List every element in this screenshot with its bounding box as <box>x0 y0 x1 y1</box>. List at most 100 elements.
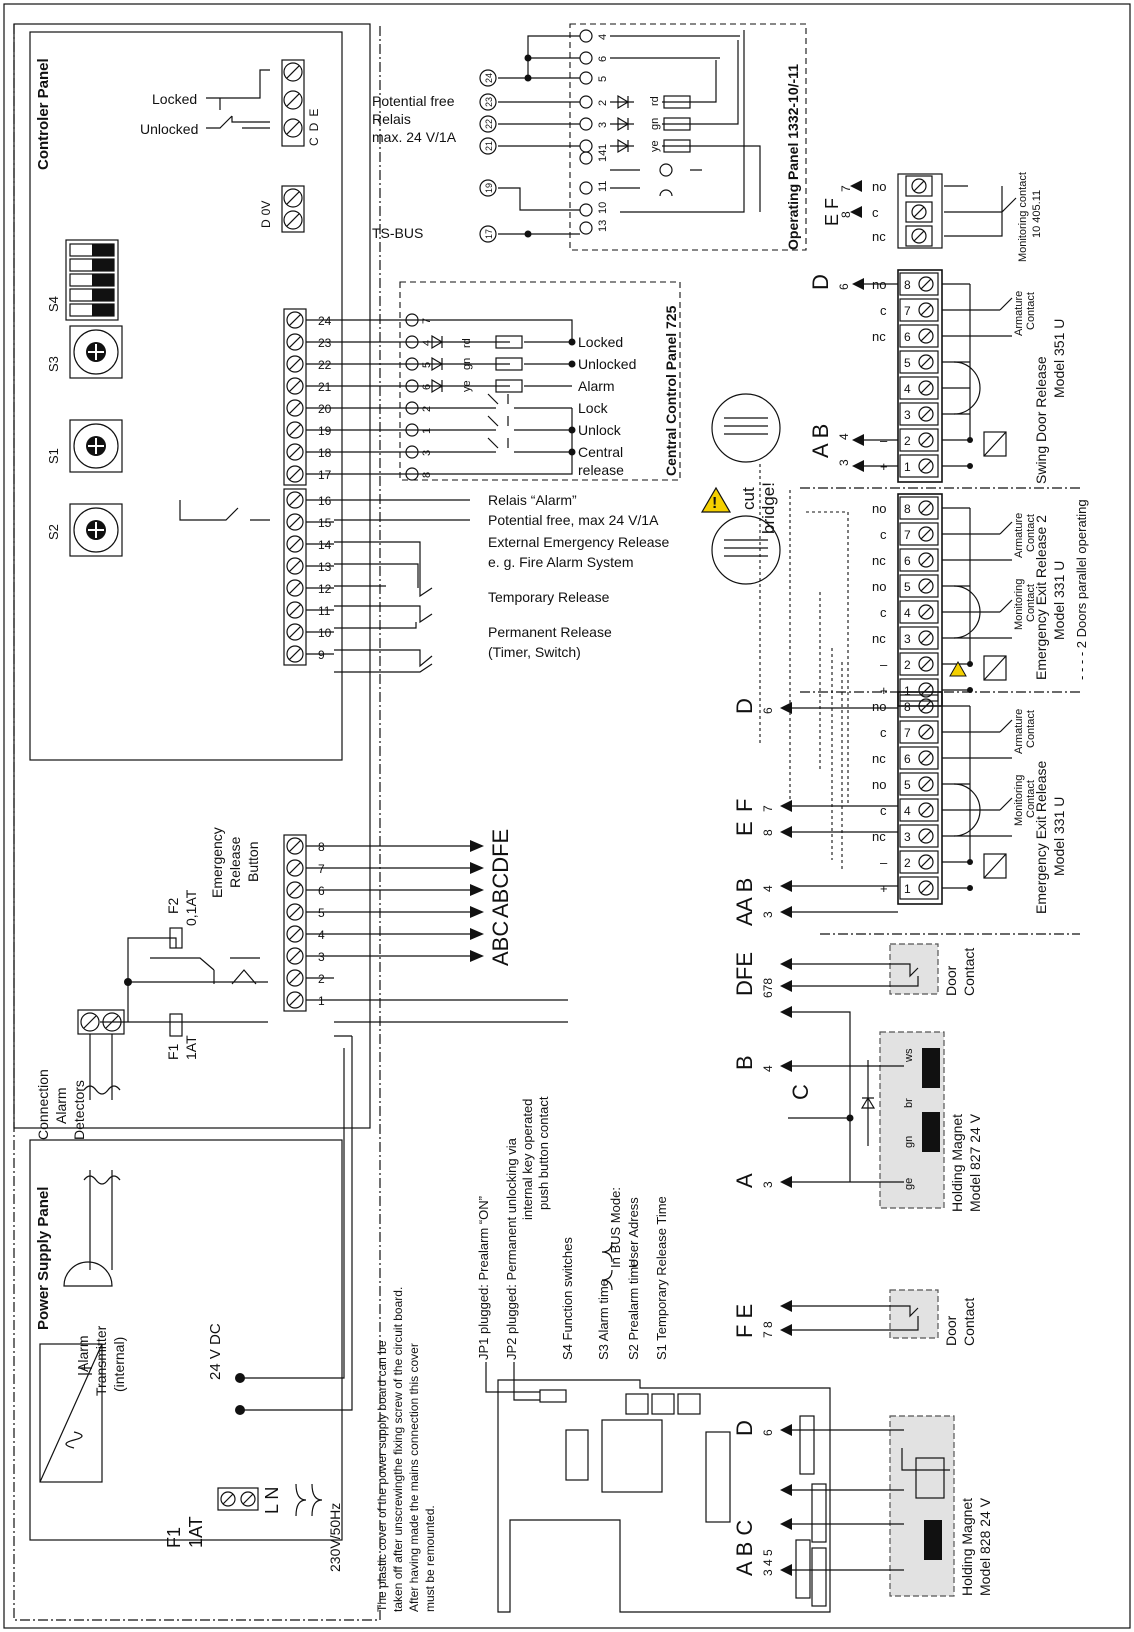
cc-lock: Lock <box>578 400 609 416</box>
relay-ext-2: e. g. Fire Alarm System <box>488 554 633 570</box>
legend-s2: S2 Prealarm time <box>626 1260 641 1360</box>
exit1-circ-3: 3 <box>761 911 775 918</box>
m827-title-1: Holding Magnet <box>949 1114 965 1212</box>
door-contact-2 <box>889 1289 939 1339</box>
terminal-screw <box>286 443 304 461</box>
terminal-number: 5 <box>318 906 325 920</box>
terminal-screw <box>286 421 304 439</box>
swing-armature-1: Armature <box>1013 291 1025 336</box>
op-pin <box>579 51 593 65</box>
swing-letter-d: D <box>808 274 833 290</box>
exit1-circ-4: 4 <box>761 885 775 892</box>
release-screw <box>918 276 934 292</box>
op-pin <box>579 221 593 235</box>
exit2-armature-1: Armature <box>1013 513 1025 558</box>
coil-symbol <box>983 853 1007 879</box>
s3-label: S3 <box>46 356 61 372</box>
dc-symbol <box>78 1367 92 1375</box>
terminal-screw <box>286 355 304 373</box>
cc-unlocked: Unlocked <box>578 356 636 372</box>
op-pin-number: 14 <box>597 150 609 162</box>
release-screw <box>918 500 934 516</box>
exit2-monitoring-2: Contact <box>1025 584 1037 622</box>
terminal-number: 7 <box>318 862 325 876</box>
release-terminal-number: 6 <box>904 752 911 766</box>
bridge-label: bridge! <box>759 482 778 534</box>
legend-jp2-3: push button contact <box>536 1096 551 1210</box>
locked-label: Locked <box>152 91 197 107</box>
op-pin <box>579 95 593 109</box>
terminal-screw <box>286 311 304 329</box>
exit1-circ-8: 8 <box>761 829 775 836</box>
release-screw <box>918 724 934 740</box>
operating-panel <box>569 23 807 251</box>
central-panel-wires <box>334 319 573 475</box>
cc-central: Central <box>578 444 623 460</box>
exit1-armature-1: Armature <box>1013 709 1025 754</box>
release-screw <box>918 552 934 568</box>
release-screw <box>918 630 934 646</box>
mon-contact <box>944 185 1017 237</box>
output-arrowhead <box>470 906 484 918</box>
magnet-828-housing <box>889 1415 955 1597</box>
exit1-circ-6: 6 <box>761 707 775 714</box>
exit1-title-2: Model 331 U <box>1051 797 1067 876</box>
controller-dashdot-border <box>13 24 381 1621</box>
release-row-label: – <box>880 855 888 870</box>
terminal-number: 14 <box>318 538 332 552</box>
swing-title-2: Model 351 U <box>1051 319 1067 398</box>
terminal-screw <box>286 837 304 855</box>
relay-perm-2: (Timer, Switch) <box>488 644 581 660</box>
emergency-label-3: Button <box>245 842 261 882</box>
s1-label: S1 <box>46 448 61 464</box>
terminal-number: 20 <box>318 402 332 416</box>
op-pin <box>579 71 593 85</box>
note-line-1: The plastic cover of the power supply bo… <box>375 1340 389 1612</box>
release-row-label: c <box>880 527 887 542</box>
release-terminal-number: 4 <box>904 804 911 818</box>
warning-icon <box>700 486 732 513</box>
terminal-number: 1 <box>318 994 325 1008</box>
circled-number <box>479 137 497 155</box>
terminal-number: 16 <box>318 494 332 508</box>
m827-letter-b: B <box>732 1055 757 1070</box>
m828-circ-6: 6 <box>761 1429 775 1436</box>
warning-icon-small <box>949 660 967 677</box>
m827-letters-dfe: DFE <box>732 952 757 996</box>
alarm-transmitter <box>63 1261 113 1287</box>
terminal-screw <box>286 859 304 877</box>
door2-label-1: Door <box>943 1315 959 1346</box>
cde-screw <box>283 62 303 82</box>
relay-perm-1: Permanent Release <box>488 624 612 640</box>
cc-pin-number: 1 <box>421 428 433 434</box>
detector-wires <box>89 1034 113 1270</box>
exit1-circ-7: 7 <box>761 805 775 812</box>
release-terminal-number: 1 <box>904 684 911 698</box>
release-screw <box>918 604 934 620</box>
cc-led-gn: gn <box>461 358 473 370</box>
cc-unlock: Unlock <box>578 422 622 438</box>
parallel-dotted-wires <box>759 464 849 870</box>
cc-pin-number: 7 <box>421 318 433 324</box>
release-terminal-number: 2 <box>904 434 911 448</box>
mon-row-label: no <box>872 179 886 194</box>
circled-number-text: 19 <box>484 183 494 193</box>
release-terminal-number: 4 <box>904 382 911 396</box>
note-line-2: taken off after unscrewingthe fixing scr… <box>391 1287 405 1612</box>
mon-circ-8: 8 <box>839 211 853 218</box>
m828-circ-345: 3 4 5 <box>761 1549 775 1576</box>
central-junctions <box>568 338 576 456</box>
ln-label: L N <box>262 1487 282 1514</box>
terminal-screw <box>286 491 304 509</box>
terminal-number: 3 <box>318 950 325 964</box>
controller-panel <box>29 31 343 761</box>
swing-letters-ab: A B <box>808 424 833 458</box>
emergency-release-circuit <box>127 937 268 1022</box>
exit1-letter-f: F <box>732 799 757 812</box>
op-led-gn: gn <box>649 118 661 130</box>
mon-label-1: Monitoring contact <box>1017 172 1029 262</box>
magnet-827-wires <box>788 963 919 1183</box>
m827-title-2: Model 827 24 V <box>967 1113 983 1212</box>
